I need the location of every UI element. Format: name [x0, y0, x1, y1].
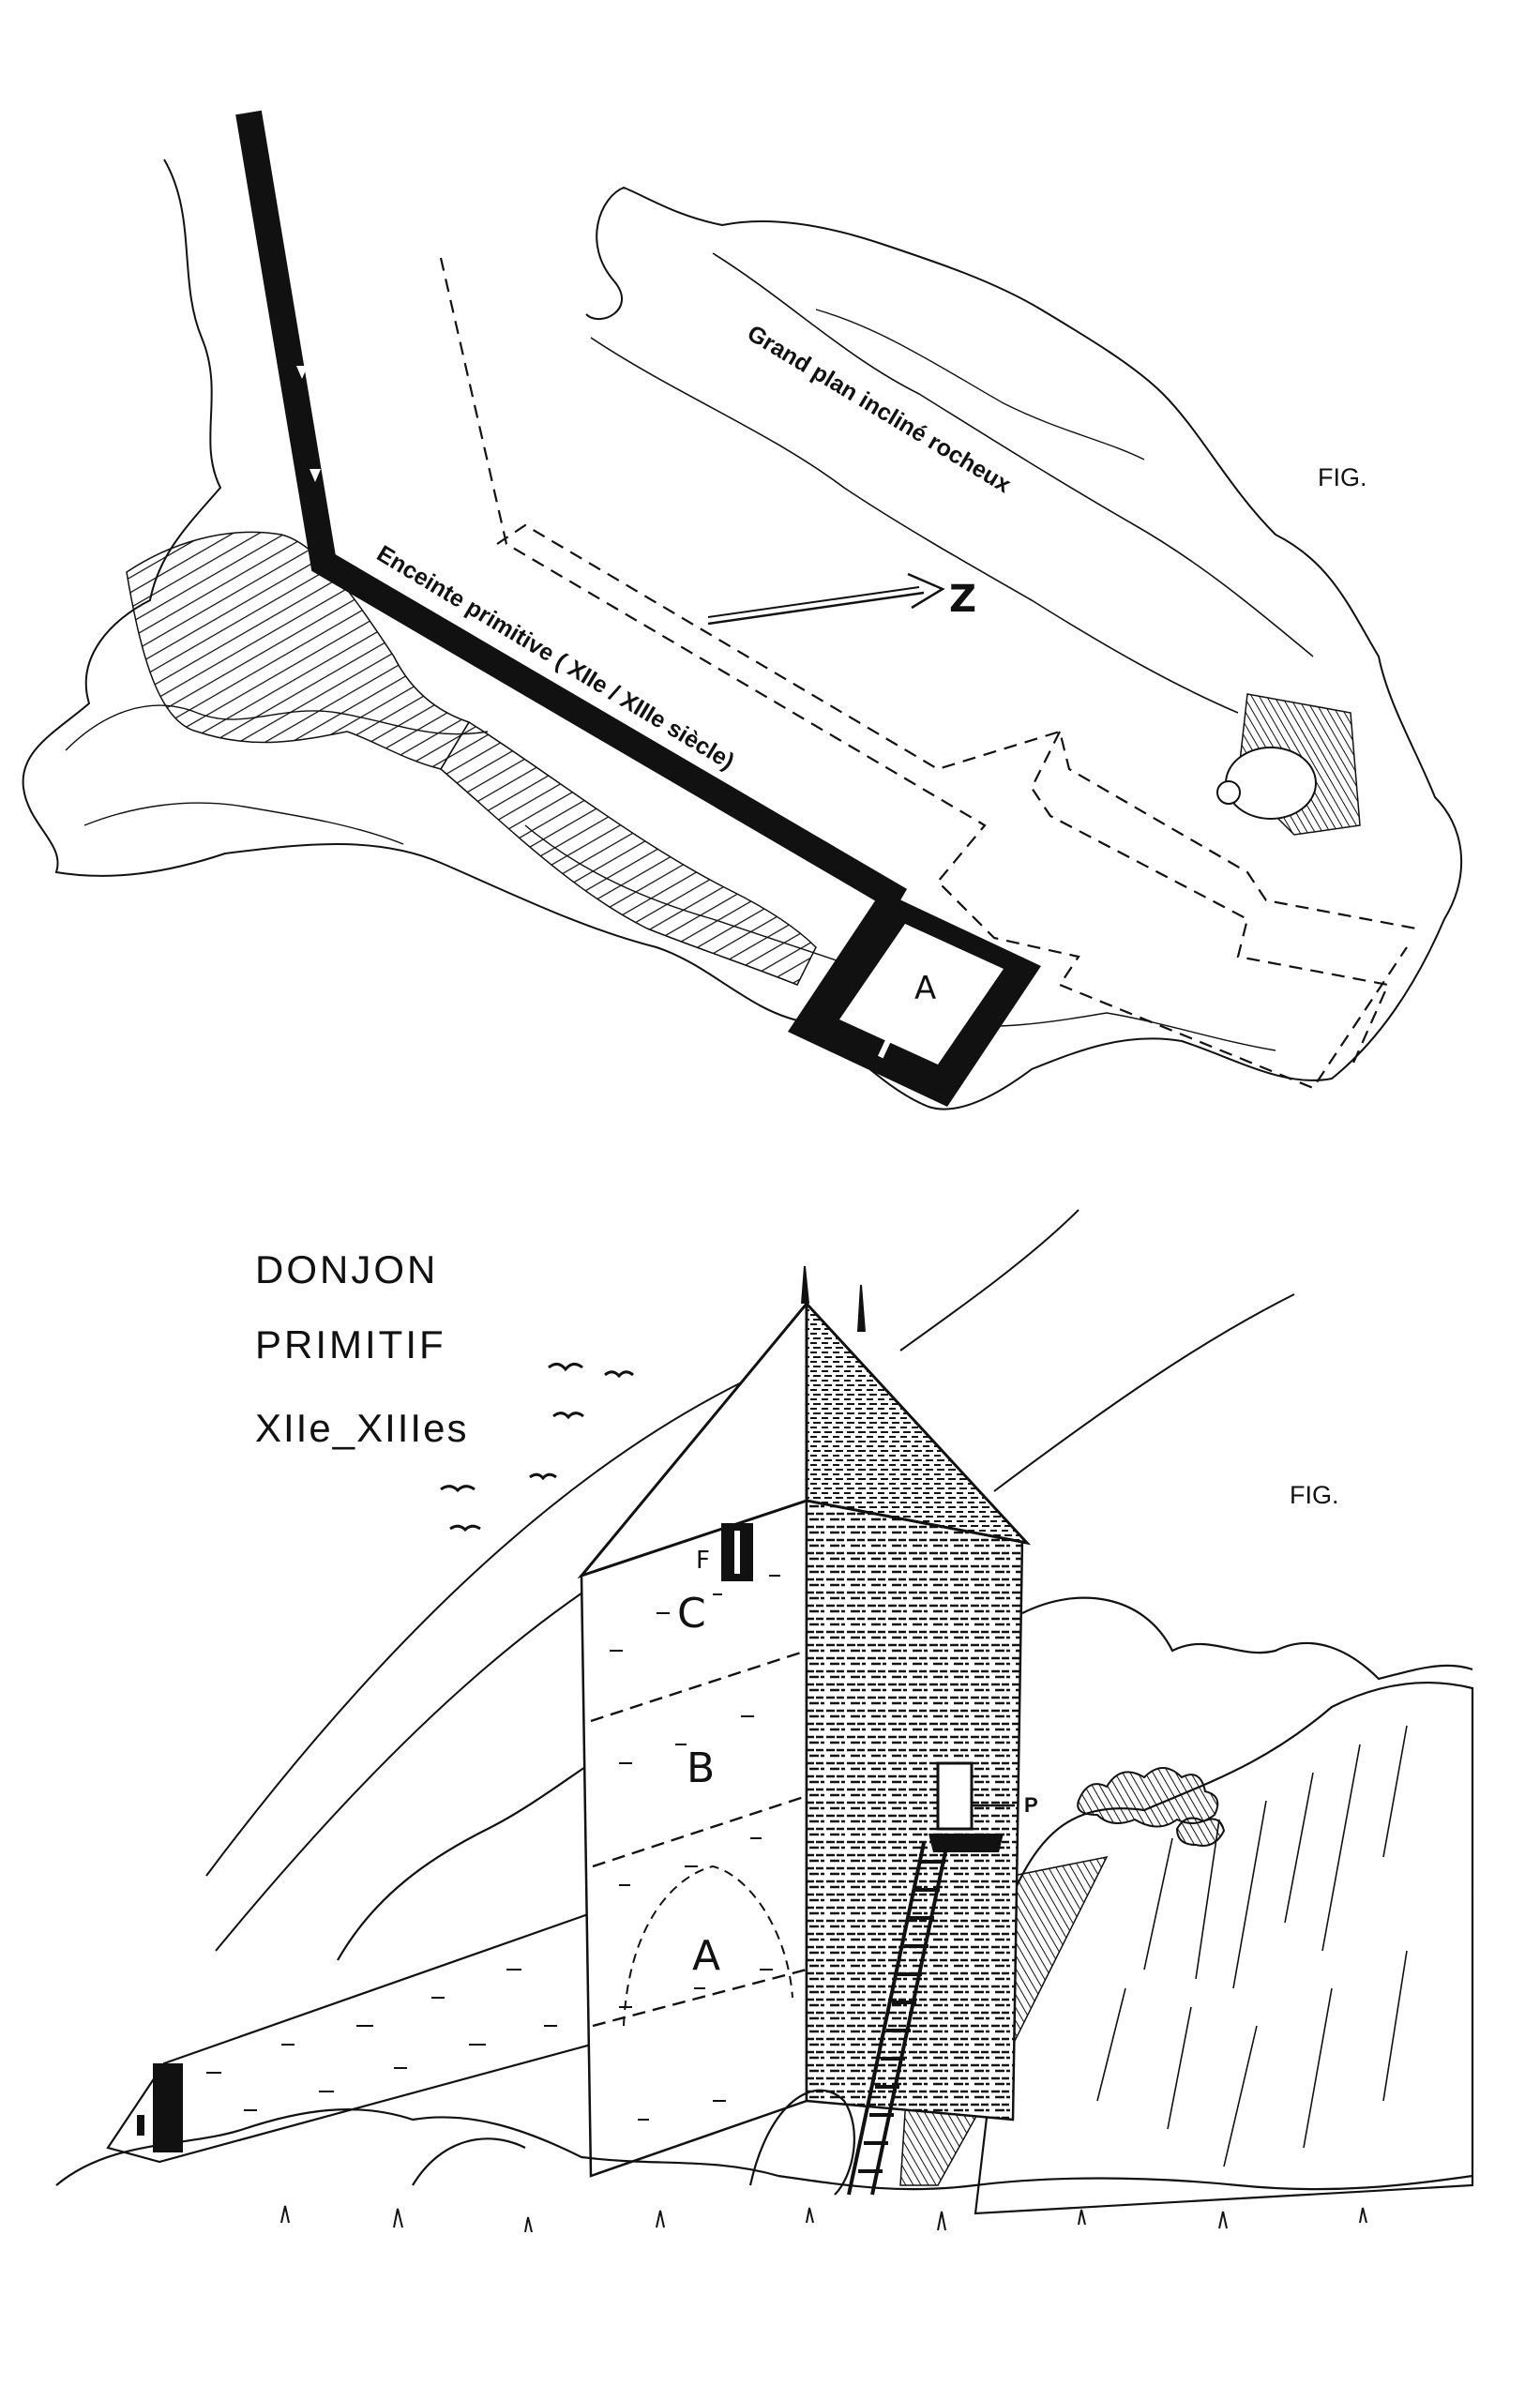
curtain-wall-texture — [206, 1969, 557, 2111]
ground-rocks — [55, 2089, 1473, 2196]
rock-contour-1 — [590, 337, 1239, 714]
rock-outcrop-outline — [22, 159, 1463, 1110]
bushes — [1077, 1767, 1226, 1847]
window-f-mullion — [734, 1531, 740, 1574]
door-platform — [929, 1834, 1004, 1852]
grass-tufts — [280, 2205, 1367, 2233]
rock-contour-3 — [815, 309, 1145, 461]
elevation-fig-label: FIG. — [1290, 1481, 1339, 1509]
tower-right-face — [805, 1499, 1024, 2122]
title-line-1: DONJON — [255, 1247, 438, 1291]
rock-contour-2 — [712, 252, 1314, 657]
door-p — [936, 1761, 974, 1831]
cliff-strokes — [1096, 1725, 1408, 2167]
cistern-hole — [1225, 747, 1317, 820]
level-a-label: A — [692, 1932, 720, 1980]
tower-elevation: DONJON PRIMITIF XIIe_XIIIes FIG. — [55, 1209, 1474, 2233]
roof-finials — [801, 1265, 866, 1333]
birds — [440, 1363, 634, 1533]
cistern-small-hole — [1216, 780, 1241, 805]
window-f-label: F — [696, 1547, 710, 1575]
hatched-slope-band-south — [440, 720, 817, 986]
floor-divisions — [590, 1649, 808, 2028]
door-p-label: P — [1024, 1793, 1038, 1817]
slope-label: Grand plan incliné rocheux — [743, 320, 1016, 498]
sky-lines — [205, 1209, 1295, 1952]
level-c-label: C — [677, 1590, 706, 1638]
roof-right-slope — [805, 1300, 1032, 1546]
level-b-label: B — [687, 1744, 715, 1792]
site-plan: A Z Grand plan incliné rocheux Enceinte … — [22, 110, 1463, 1110]
wall-gate — [153, 2063, 183, 2152]
title-line-3: XIIe_XIIIes — [255, 1406, 468, 1450]
ladder — [847, 1842, 949, 2196]
enclosure-wall-primitive — [235, 110, 908, 913]
north-arrow: Z — [707, 572, 976, 626]
rock-contour-5 — [83, 802, 404, 845]
wall-gate-opening — [137, 2115, 144, 2136]
plan-fig-label: FIG. — [1318, 463, 1367, 491]
arrow-slits — [296, 366, 321, 482]
mountain-ridge — [337, 1596, 1473, 1961]
tower-a-label: A — [914, 970, 936, 1007]
donjon-a-plan: A — [788, 891, 1041, 1107]
title-line-2: PRIMITIF — [255, 1322, 446, 1367]
north-label: Z — [949, 578, 976, 621]
dashed-later-walls-inner — [496, 523, 1417, 1070]
dashed-later-walls-outer — [439, 257, 1408, 1090]
ground-floor-vault — [623, 1865, 793, 2027]
